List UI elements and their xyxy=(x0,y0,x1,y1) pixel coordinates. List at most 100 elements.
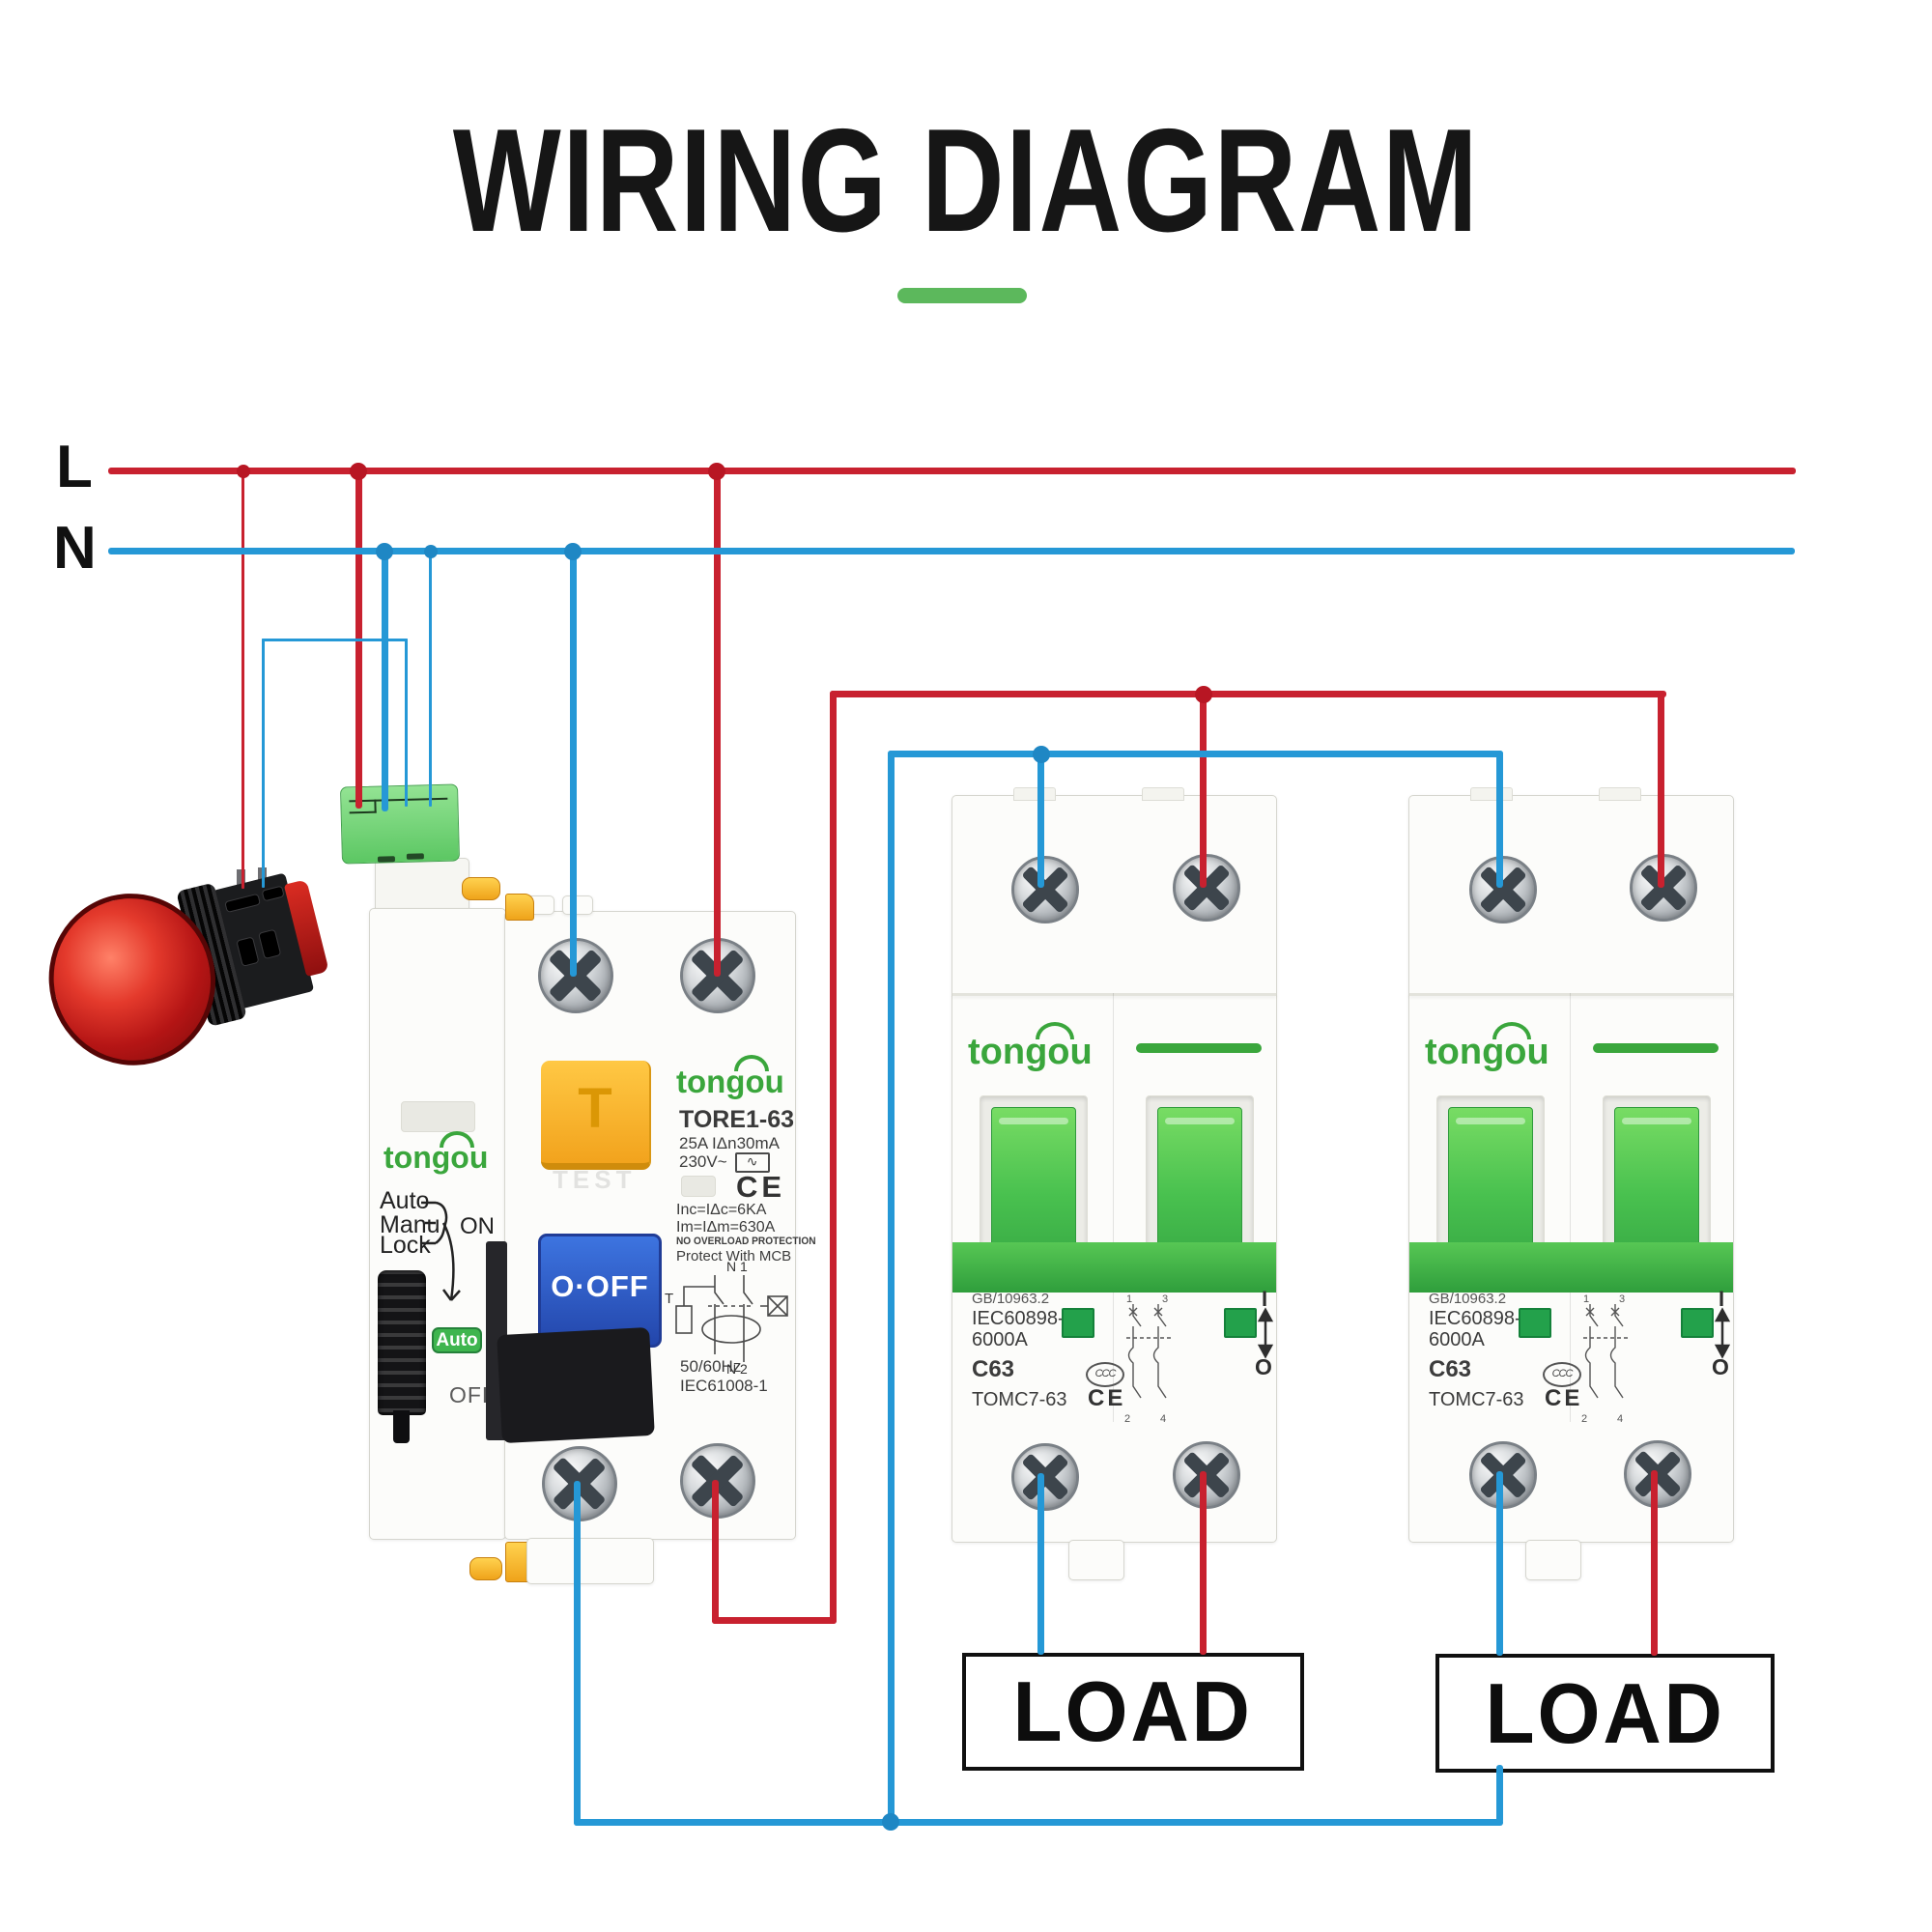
io-off-label: O xyxy=(1255,1354,1272,1379)
rcbo-rating: 25A IΔn30mA xyxy=(679,1134,780,1152)
rcbo-surge: Im=IΔm=630A xyxy=(676,1219,776,1236)
brand-arc-icon xyxy=(1036,1022,1074,1039)
io-on-label: I xyxy=(1719,1287,1725,1311)
mcb-indicator-window xyxy=(1681,1308,1714,1338)
test-word: TEST xyxy=(553,1165,637,1194)
on-label: ON xyxy=(460,1213,495,1239)
rcbo-status-window xyxy=(401,1101,475,1132)
wire-mcb1-to-load xyxy=(1037,1473,1044,1655)
lamp-terminal xyxy=(237,869,245,889)
brand-arc-icon xyxy=(1492,1022,1531,1039)
rcbo-brand-logo: tongou xyxy=(384,1131,488,1176)
wire-live-riser xyxy=(830,691,837,1624)
mcb-screw-terminal xyxy=(1011,1443,1079,1511)
recloser-lever-stem xyxy=(393,1410,410,1443)
wire-mcb2-to-load xyxy=(1496,1471,1503,1656)
off-rocker: O·OFF xyxy=(538,1234,662,1348)
wire-neutral-to-rcbo xyxy=(570,551,577,977)
junction-dot xyxy=(708,463,725,480)
mcb-std2: IEC60898-1 xyxy=(1429,1308,1532,1329)
mcb-1: tongou GB/10963.2 IEC60898-1 6000A C63 T… xyxy=(952,787,1277,1580)
wire-neutral-bottom-bus xyxy=(574,1819,1503,1826)
mcb-groove xyxy=(952,993,1276,996)
wire-neutral-sense xyxy=(429,551,432,807)
junction-dot xyxy=(1033,746,1050,763)
wire-mcb2-to-load xyxy=(1651,1470,1658,1656)
recloser-lever xyxy=(378,1270,426,1415)
junction-dot xyxy=(1195,686,1212,703)
brand-arc-icon xyxy=(734,1055,769,1071)
mcb-screw-terminal xyxy=(1011,856,1079,923)
mode-label-lock: Lock xyxy=(380,1232,431,1259)
mcb-std1: GB/10963.2 xyxy=(972,1291,1050,1307)
rcbo-yellow-clip xyxy=(469,1557,502,1580)
page-title: WIRING DIAGRAM xyxy=(452,99,1480,263)
rcbo-device: tongou Auto Manu Lock ON Auto OFF T TEST… xyxy=(369,858,815,1584)
mcb-brand-logo: tongou xyxy=(1425,1022,1549,1073)
wire-rcbo-out-live xyxy=(712,1617,837,1624)
mcb-model: TOMC7-63 xyxy=(1429,1389,1524,1410)
mcb-amps: 6000A xyxy=(1429,1329,1485,1350)
rcbo-top-cap xyxy=(375,858,469,914)
terminal-screw-slot xyxy=(377,856,396,863)
mcb-screw-terminal xyxy=(1173,1441,1240,1509)
neutral-bus-label: N xyxy=(53,515,97,582)
wire-neutral-riser xyxy=(888,751,895,1826)
mcb-groove xyxy=(1409,993,1733,996)
main-switch-body xyxy=(497,1326,655,1444)
mcb-2: tongou GB/10963.2 IEC60898-1 6000A C63 T… xyxy=(1408,787,1734,1580)
io-on-label: I xyxy=(1262,1287,1268,1311)
mcb-din-foot xyxy=(1068,1540,1124,1580)
wire-live-bus xyxy=(108,468,1796,474)
mcb-model: TOMC7-63 xyxy=(972,1389,1067,1410)
io-off-label: O xyxy=(1712,1354,1729,1379)
load-label: LOAD xyxy=(1485,1664,1725,1761)
mcb-toggle-handle xyxy=(1448,1107,1533,1267)
mcb-indicator-window xyxy=(1224,1308,1257,1338)
mcb-pole-seam xyxy=(1113,993,1114,1422)
mcb-green-band xyxy=(952,1242,1276,1293)
load-box-1: LOAD xyxy=(962,1653,1304,1771)
rcbo-yellow-tab xyxy=(462,877,500,900)
ce-mark: CE xyxy=(736,1170,786,1204)
rcbo-frequency: 50/60Hz xyxy=(680,1357,742,1376)
wire-rcbo-out-neutral xyxy=(574,1481,581,1826)
mcb-curve: C63 xyxy=(1429,1356,1472,1382)
mcb-indicator-window xyxy=(1062,1308,1094,1338)
wire-live-to-lamp xyxy=(242,470,244,889)
ccc-mark: CCC xyxy=(1086,1362,1124,1387)
rcbo-protect: Protect With MCB xyxy=(676,1248,792,1264)
rcbo-warning: NO OVERLOAD PROTECTION xyxy=(676,1236,816,1247)
mcb-green-line xyxy=(1593,1043,1719,1053)
mcb-toggle-handle xyxy=(1614,1107,1699,1267)
rcbo-yellow-wedge xyxy=(505,894,534,921)
rcbo-model: TORE1-63 xyxy=(679,1106,795,1133)
wire-neutral-feeder xyxy=(888,751,1503,757)
auto-badge: Auto xyxy=(432,1327,482,1353)
mcb-amps: 6000A xyxy=(972,1329,1028,1350)
mcb-curve: C63 xyxy=(972,1356,1015,1382)
junction-dot xyxy=(882,1813,899,1831)
rcbo-standard: IEC61008-1 xyxy=(680,1377,768,1395)
ccc-mark: CCC xyxy=(1543,1362,1581,1387)
test-button: T xyxy=(541,1061,651,1170)
wire-lamp-return xyxy=(262,639,408,641)
mcb-top-tab xyxy=(1013,787,1056,801)
mcb-screw-terminal xyxy=(1624,1440,1691,1508)
wire-live-to-mcb2 xyxy=(1658,691,1664,888)
rocker-label: O·OFF xyxy=(551,1269,649,1303)
junction-dot xyxy=(350,463,367,480)
wire-rcbo-out-live xyxy=(712,1480,719,1624)
mcb-top-tab xyxy=(1599,787,1641,801)
wire-neutral-to-mcb1 xyxy=(1037,751,1044,888)
rcbo-voltage: 230V~∿ xyxy=(679,1152,770,1173)
mcb-toggle-handle xyxy=(1157,1107,1242,1267)
mcb-top-tab xyxy=(1142,787,1184,801)
rcbo-foot xyxy=(526,1538,654,1584)
wire-lamp-return xyxy=(405,639,408,807)
wire-live-to-rcbo xyxy=(714,470,721,977)
load-label: LOAD xyxy=(1012,1663,1254,1759)
wave-symbol-icon: ∿ xyxy=(734,1152,770,1173)
junction-dot xyxy=(237,465,250,478)
